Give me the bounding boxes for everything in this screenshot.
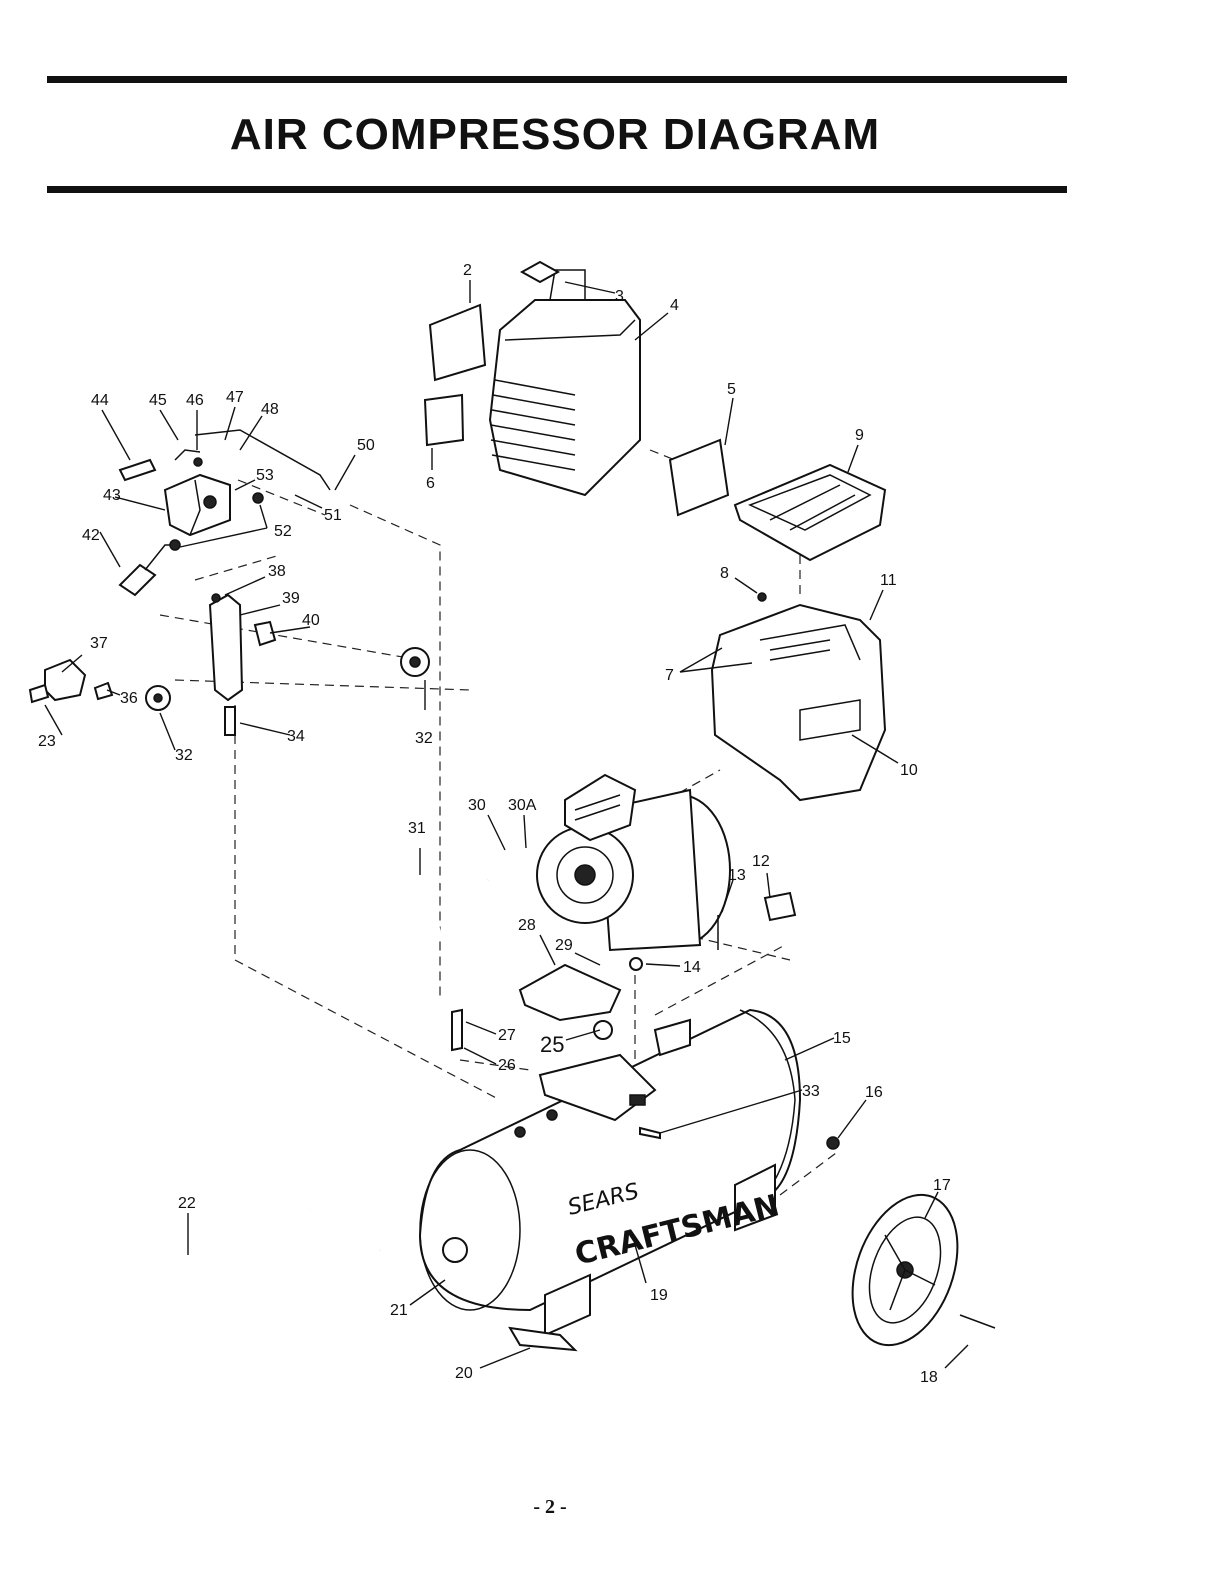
callout-20: 20	[455, 1365, 473, 1382]
callout-32-right: 32	[415, 730, 433, 747]
callout-2: 2	[463, 262, 472, 279]
callout-42: 42	[82, 527, 100, 544]
filter-6	[425, 395, 463, 445]
pump-motor	[537, 775, 730, 950]
filter-2	[430, 305, 485, 380]
callout-6: 6	[426, 475, 435, 492]
callout-14: 14	[683, 959, 701, 976]
callout-53: 53	[256, 467, 274, 484]
callout-50: 50	[357, 437, 375, 454]
callout-27: 27	[498, 1027, 516, 1044]
callout-25: 25	[540, 1032, 564, 1057]
callout-29: 29	[555, 937, 573, 954]
callout-11: 11	[880, 572, 897, 589]
label-44	[120, 460, 155, 480]
callout-31: 31	[408, 820, 426, 837]
callout-22: 22	[178, 1195, 196, 1212]
manifold	[30, 594, 429, 735]
callout-47: 47	[226, 389, 244, 406]
fitting-26-27	[452, 1010, 462, 1050]
cover-assembly	[712, 465, 885, 800]
callout-46: 46	[186, 392, 204, 409]
plate-28	[520, 965, 620, 1020]
callout-21: 21	[390, 1302, 408, 1319]
pressure-switch	[120, 430, 330, 595]
callout-18: 18	[920, 1369, 938, 1386]
callout-38: 38	[268, 563, 286, 580]
callout-8: 8	[720, 565, 729, 582]
filter-3	[522, 262, 558, 282]
callout-28: 28	[518, 917, 536, 934]
callout-23: 23	[38, 733, 56, 750]
callout-39: 39	[282, 590, 300, 607]
callout-37: 37	[90, 635, 108, 652]
label-20	[510, 1328, 575, 1350]
callout-44: 44	[91, 392, 109, 409]
callout-26: 26	[498, 1057, 516, 1074]
callout-32-left: 32	[175, 747, 193, 764]
callout-3: 3	[615, 288, 624, 305]
callout-9: 9	[855, 427, 864, 444]
plate-25	[630, 1095, 645, 1105]
callout-17: 17	[933, 1177, 951, 1194]
filter-5	[670, 440, 728, 515]
callout-52: 52	[274, 523, 292, 540]
page-number: - 2 -	[0, 1496, 1100, 1519]
callout-10: 10	[900, 762, 918, 779]
callout-30a: 30A	[508, 797, 537, 814]
callout-36: 36	[120, 690, 138, 707]
handle-22	[135, 1210, 380, 1320]
callout-5: 5	[727, 381, 736, 398]
callout-40: 40	[302, 612, 320, 629]
callout-43: 43	[103, 487, 121, 504]
wheel-17	[833, 1180, 995, 1359]
callout-13: 13	[728, 867, 746, 884]
washer-25	[594, 1021, 612, 1039]
callout-45: 45	[149, 392, 167, 409]
regulator-37	[45, 660, 85, 700]
air-tank: SEARS CRAFTSMAN	[420, 1010, 800, 1335]
callout-12: 12	[752, 853, 770, 870]
callout-48: 48	[261, 401, 279, 418]
callout-7: 7	[665, 667, 674, 684]
callout-33: 33	[802, 1083, 820, 1100]
callout-34: 34	[287, 728, 305, 745]
callout-30: 30	[468, 797, 486, 814]
callout-4: 4	[670, 297, 679, 314]
nut-16	[827, 1137, 839, 1149]
screw-8	[758, 593, 766, 601]
callout-16: 16	[865, 1084, 883, 1101]
callout-15: 15	[833, 1030, 851, 1047]
part-14	[630, 958, 642, 970]
callout-19: 19	[650, 1287, 668, 1304]
callout-51: 51	[324, 507, 342, 524]
